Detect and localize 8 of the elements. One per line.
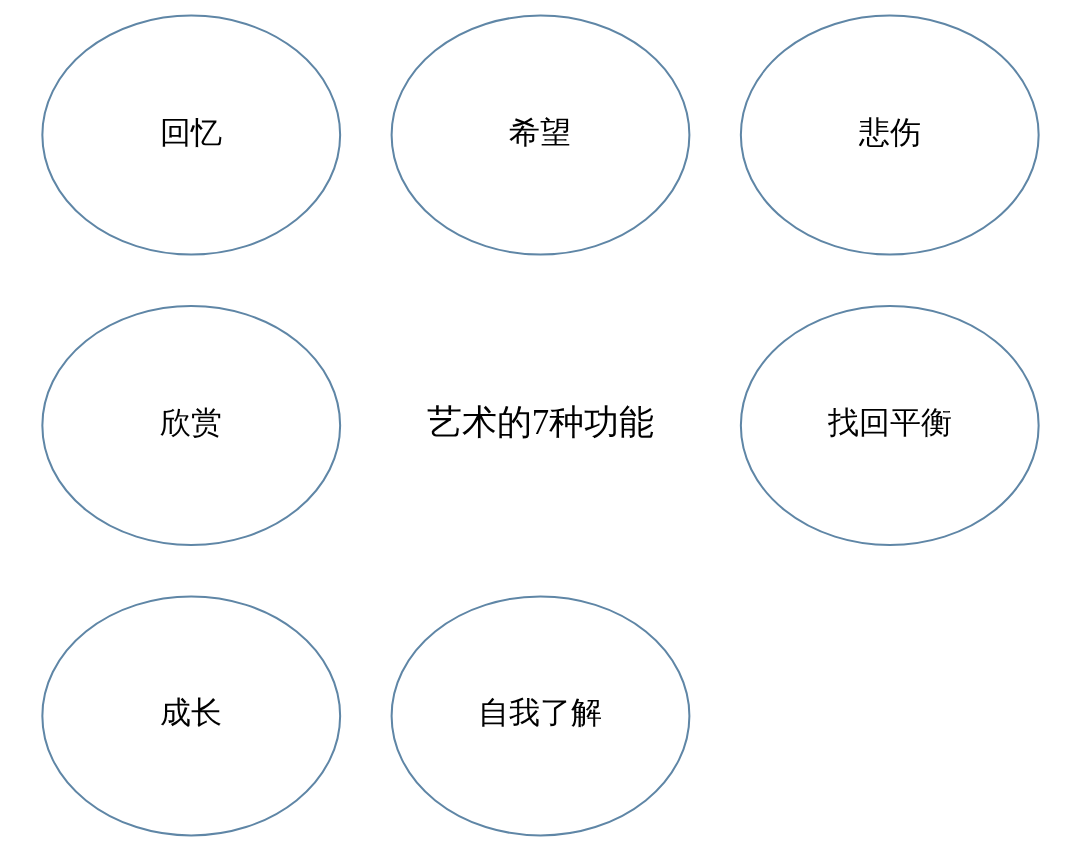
label: 艺术的7种功能 xyxy=(426,403,654,443)
node-ellipse: 悲伤 xyxy=(739,14,1040,256)
node-ellipse: 回忆 xyxy=(40,14,341,256)
node-ellipse: 自我了解 xyxy=(390,595,690,837)
node-ellipse: 成长 xyxy=(40,595,341,837)
node-ellipse: 欣赏 xyxy=(40,305,341,546)
node-ellipse: 找回平衡 xyxy=(739,305,1040,546)
node-ellipse: 希望 xyxy=(390,14,690,256)
